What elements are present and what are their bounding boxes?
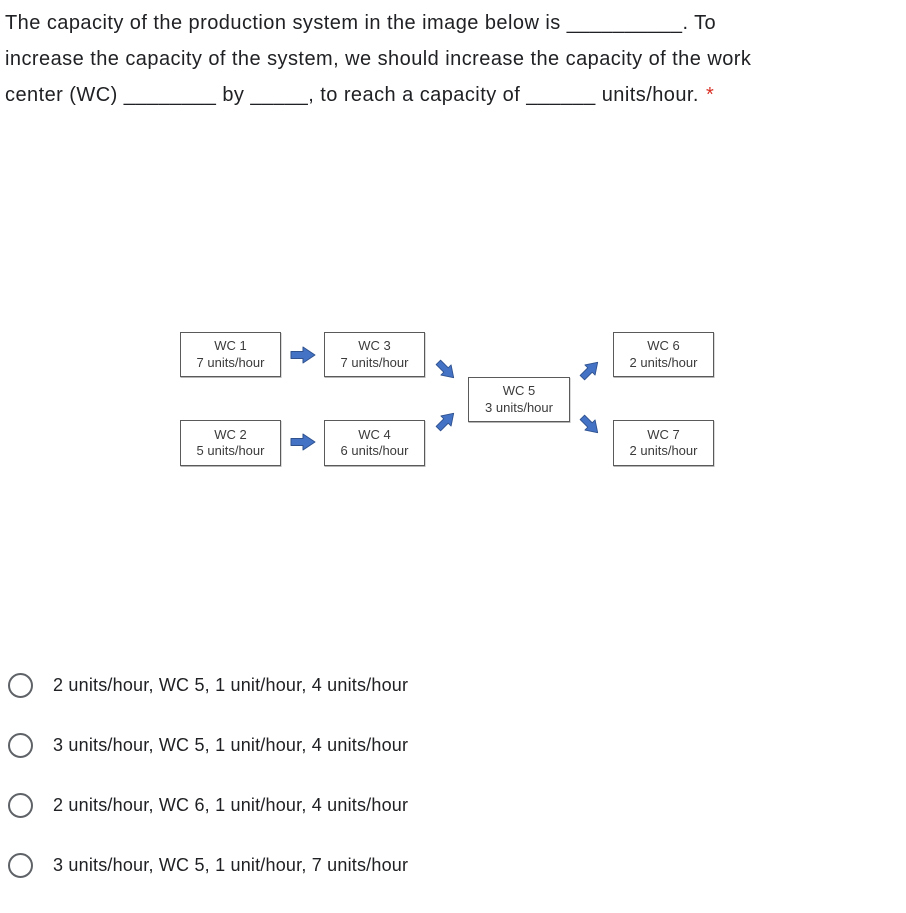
radio-option-3[interactable]: 2 units/hour, WC 6, 1 unit/hour, 4 units… [8,793,408,818]
arrow-right-icon [290,433,316,451]
arrow-down-right-icon [579,414,599,434]
arrow-up-right-icon [579,361,599,381]
work-center-box-wc3: WC 3 7 units/hour [324,332,425,377]
node-name-label: WC 1 [214,338,247,353]
work-center-box-wc2: WC 2 5 units/hour [180,420,281,466]
question-line-1-text: The capacity of the production system in… [5,12,717,34]
arrow-up-right-icon [435,412,455,432]
node-capacity-label: 2 units/hour [629,443,698,458]
radio-button[interactable] [8,793,33,818]
work-center-box-wc7: WC 7 2 units/hour [613,420,714,466]
node-name-label: WC 2 [214,426,247,442]
question-line-2: increase the capacity of the system, we … [5,41,903,77]
question-line-2-text: increase the capacity of the system, we … [5,48,752,70]
answer-options: 2 units/hour, WC 5, 1 unit/hour, 4 units… [8,673,408,913]
node-name-label: WC 7 [647,426,680,442]
arrow-down-right-icon [435,359,455,379]
question-text: The capacity of the production system in… [5,5,903,113]
arrow-right-icon [290,346,316,364]
node-capacity-label: 5 units/hour [196,443,265,458]
required-asterisk: * [705,84,715,106]
option-label: 2 units/hour, WC 5, 1 unit/hour, 4 units… [53,675,409,695]
work-center-box-wc1: WC 1 7 units/hour [180,332,281,377]
option-label: 3 units/hour, WC 5, 1 unit/hour, 7 units… [53,855,409,875]
node-capacity-label: 2 units/hour [629,354,698,370]
radio-option-4[interactable]: 3 units/hour, WC 5, 1 unit/hour, 7 units… [8,853,408,878]
node-capacity-label: 6 units/hour [340,443,409,458]
node-capacity-label: 3 units/hour [485,399,553,415]
node-name-label: WC 5 [502,383,536,398]
node-name-label: WC 6 [647,338,680,353]
node-capacity-label: 7 units/hour [196,354,265,370]
question-line-3-text: center (WC) ________ by _____, to reach … [5,84,699,106]
work-center-box-wc5: WC 5 3 units/hour [468,377,570,422]
node-capacity-label: 7 units/hour [340,354,409,370]
node-name-label: WC 3 [358,338,391,353]
radio-button[interactable] [8,733,33,758]
option-label: 3 units/hour, WC 5, 1 unit/hour, 4 units… [53,735,409,755]
radio-button[interactable] [8,673,33,698]
radio-option-1[interactable]: 2 units/hour, WC 5, 1 unit/hour, 4 units… [8,673,408,698]
work-center-box-wc6: WC 6 2 units/hour [613,332,714,377]
work-center-box-wc4: WC 4 6 units/hour [324,420,425,466]
radio-button[interactable] [8,853,33,878]
radio-option-2[interactable]: 3 units/hour, WC 5, 1 unit/hour, 4 units… [8,733,408,758]
question-line-3: center (WC) ________ by _____, to reach … [5,77,903,113]
node-name-label: WC 4 [358,426,391,442]
option-label: 2 units/hour, WC 6, 1 unit/hour, 4 units… [53,795,409,815]
question-line-1: The capacity of the production system in… [5,5,903,41]
